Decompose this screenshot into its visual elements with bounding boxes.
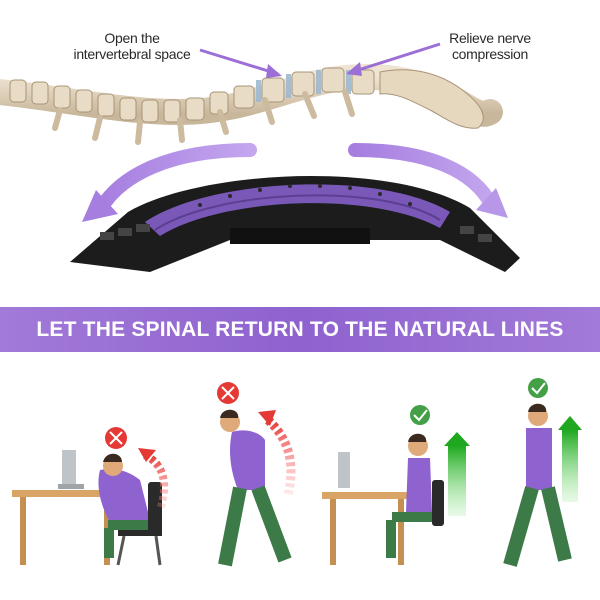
good-walking-scene (503, 378, 582, 567)
headline-banner: LET THE SPINAL RETURN TO THE NATURAL LIN… (0, 307, 600, 352)
callout-left-line2: intervertebral space (73, 46, 191, 62)
callout-left-line1: Open the (104, 30, 160, 46)
callout-relieve-nerve-compression: Relieve nerve compression (430, 30, 550, 62)
spine-illustration (0, 63, 503, 145)
check-circle-icon-2 (528, 378, 548, 398)
callout-open-intervertebral-space: Open the intervertebral space (62, 30, 202, 62)
bad-walking-scene (217, 382, 296, 567)
banner-text: LET THE SPINAL RETURN TO THE NATURAL LIN… (36, 317, 564, 341)
back-stretcher-device (70, 176, 520, 272)
stretch-arrows (82, 143, 508, 222)
callout-right-line2: compression (451, 46, 529, 62)
callout-pointers (199, 42, 441, 78)
check-circle-icon (410, 405, 430, 425)
bad-sitting-scene (12, 427, 169, 566)
callout-right-line1: Relieve nerve (449, 30, 531, 46)
good-sitting-scene (322, 405, 470, 565)
